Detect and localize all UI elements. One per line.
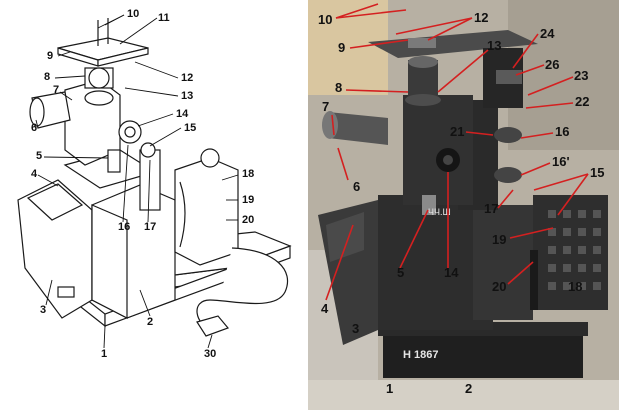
left-label-layer: 10 11 9 12 8 13 7 6 14 15 5 4 18 19 20 16 17 3 2 1 30 (31, 8, 254, 360)
photo-panel: H 1867 ЧЧ.Ш (308, 0, 619, 410)
drawing-turret-ring (88, 67, 110, 89)
right-label-20: 4 (321, 301, 329, 316)
drawing-focus-knob-center (124, 126, 136, 138)
right-label-5: 26 (545, 57, 559, 72)
left-label-11: 4 (31, 168, 38, 180)
drawing-main-body-front (91, 204, 128, 319)
right-leader-lines (325, 3, 589, 301)
left-label-2: 9 (47, 50, 53, 62)
drawing-lock-knob (107, 149, 121, 173)
left-label-20: 30 (204, 348, 216, 360)
left-label-1: 11 (158, 12, 170, 24)
microscope-photo: H 1867 ЧЧ.Ш (308, 0, 619, 410)
drawing-cable (196, 247, 289, 331)
right-label-2: 9 (338, 40, 345, 55)
right-label-8: 22 (575, 94, 589, 109)
left-label-19: 1 (101, 348, 107, 360)
right-label-4: 24 (540, 26, 555, 41)
right-label-21: 18 (568, 279, 582, 294)
left-label-12: 18 (242, 168, 254, 180)
microscope-line-drawing: 10 11 9 12 8 13 7 6 14 15 5 4 18 19 20 16 17 3 2 1 30 (17, 8, 292, 360)
drawing-fine-knob (140, 142, 156, 158)
drawing-stage-side (97, 47, 149, 67)
right-label-3: 13 (487, 38, 501, 53)
right-label-15: 17 (484, 201, 498, 216)
right-label-11: 16 (555, 124, 569, 139)
right-label-22: 3 (352, 321, 359, 336)
left-leader-lines (35, 14, 239, 349)
right-label-24: 2 (465, 381, 472, 396)
right-label-9: 7 (322, 99, 329, 114)
right-label-0: 10 (318, 12, 332, 27)
left-label-6: 7 (53, 84, 59, 96)
left-label-9: 15 (184, 122, 196, 134)
right-label-10: 21 (450, 124, 464, 139)
drawing-front-plate (57, 286, 75, 298)
left-label-18: 2 (147, 316, 153, 328)
right-label-1: 12 (474, 10, 488, 25)
photo-serial-number: H 1867 (403, 349, 438, 361)
right-label-19: 20 (492, 279, 506, 294)
drawing-control-panel (26, 183, 84, 221)
drawing-eyepiece-lens (29, 97, 45, 127)
drawing-objective-ring (84, 90, 114, 106)
left-label-14: 20 (242, 214, 254, 226)
right-label-16: 19 (492, 232, 506, 247)
right-label-7: 8 (335, 80, 342, 95)
drawing-column (139, 149, 161, 211)
left-label-16: 17 (144, 221, 156, 233)
left-label-13: 19 (242, 194, 254, 206)
drawing-lamp-knob (200, 148, 220, 168)
right-label-23: 1 (386, 381, 393, 396)
drawing-lamp-coil (179, 181, 186, 248)
left-label-8: 14 (176, 108, 189, 120)
left-label-4: 8 (44, 71, 50, 83)
line-drawing-panel: 10 11 9 12 8 13 7 6 14 15 5 4 18 19 20 16 17 3 2 1 30 (0, 0, 306, 410)
right-label-17: 5 (397, 265, 404, 280)
right-label-13: 16' (552, 154, 570, 169)
right-label-6: 23 (574, 68, 588, 83)
drawing-plug (196, 315, 230, 337)
left-label-5: 13 (181, 90, 193, 102)
photo-microscope: H 1867 ЧЧ.Ш (318, 30, 608, 378)
left-label-15: 16 (118, 221, 130, 233)
right-label-18: 14 (444, 265, 459, 280)
right-label-14: 15 (590, 165, 604, 180)
left-label-17: 3 (40, 304, 46, 316)
left-label-7: 6 (31, 122, 37, 134)
right-label-12: 6 (353, 179, 360, 194)
left-label-3: 12 (181, 72, 193, 84)
drawing-shapes (17, 18, 292, 337)
photo-plate-text: ЧЧ.Ш (428, 207, 451, 217)
left-label-0: 10 (127, 8, 139, 20)
left-label-10: 5 (36, 150, 42, 162)
